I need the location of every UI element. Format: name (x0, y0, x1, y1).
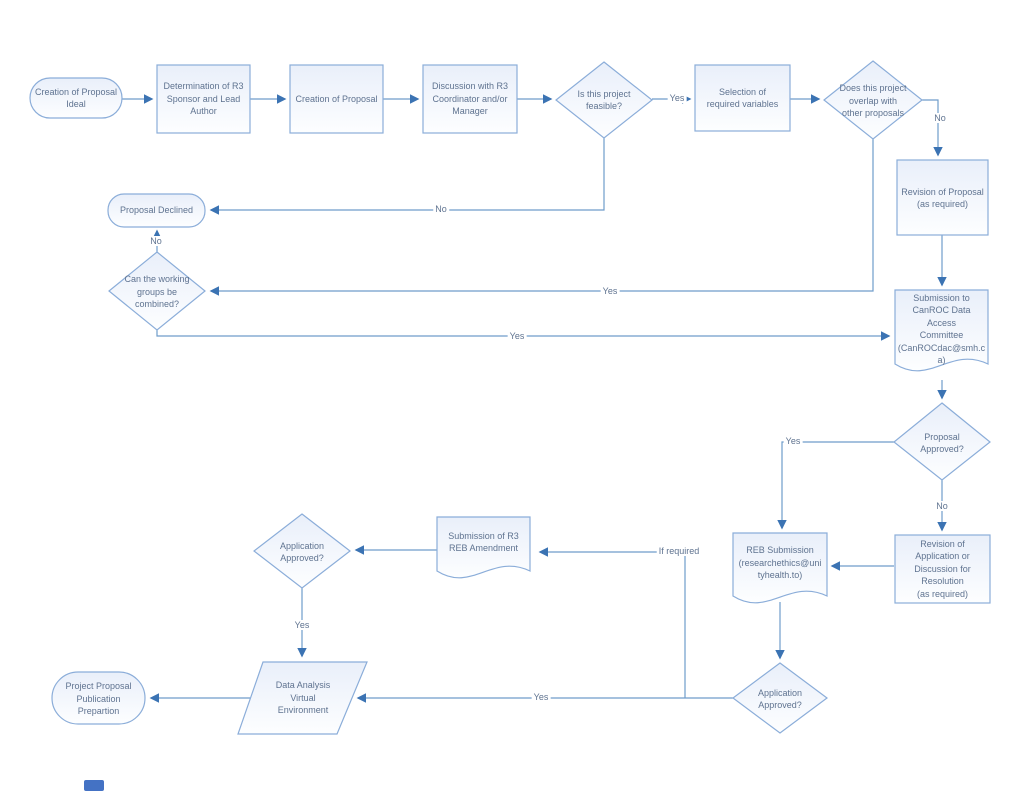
edge-label-combined-yes: Yes (507, 331, 527, 341)
connector-overlap-no (922, 99, 943, 157)
process-shape-determine-sponsor (156, 64, 251, 134)
edge-label-app-left-yes: Yes (292, 620, 312, 630)
page-tab-marker (84, 780, 104, 791)
edge-label-overlap-no: No (932, 113, 948, 123)
edge-label-overlap-yes: Yes (600, 286, 620, 296)
process-shape-discussion-r3 (422, 64, 518, 134)
edge-label-combined-no: No (148, 236, 164, 246)
terminator-shape-declined (107, 193, 206, 228)
edge-label-if-required: If required (656, 546, 702, 556)
edge-label-proposal-no: No (934, 501, 950, 511)
edge-label-feasible-yes: Yes (667, 93, 687, 103)
process-shape-selection-variables (694, 64, 791, 132)
edge-label-feasible-no: No (433, 204, 449, 214)
terminator-shape-ideal (29, 77, 123, 119)
connector-if-required (538, 547, 686, 698)
decision-shape-app-approved-left (253, 513, 351, 589)
connector-combined-yes (156, 330, 891, 341)
connector-overlap-yes (209, 139, 874, 296)
document-shape-reb-submission (732, 532, 828, 604)
connector-feasible-no (209, 138, 605, 215)
edge-label-app-right-yes: Yes (531, 692, 551, 702)
process-shape-creation-proposal (289, 64, 384, 134)
decision-shape-combined (108, 251, 206, 331)
terminator-shape-pub-prep (51, 671, 146, 725)
document-shape-dac-submission (894, 289, 989, 372)
decision-shape-app-approved-right (731, 662, 829, 734)
decision-shape-feasible (555, 61, 653, 139)
parallelogram-shape-data-analysis (237, 661, 368, 735)
process-shape-revision-application (894, 534, 991, 604)
process-shape-revision-proposal (896, 159, 989, 236)
connector-proposal-yes (777, 441, 894, 530)
decision-shape-overlap (823, 60, 923, 140)
edge-label-proposal-yes: Yes (783, 436, 803, 446)
document-shape-reb-amendment (436, 516, 531, 579)
decision-shape-proposal-approved (893, 402, 991, 481)
